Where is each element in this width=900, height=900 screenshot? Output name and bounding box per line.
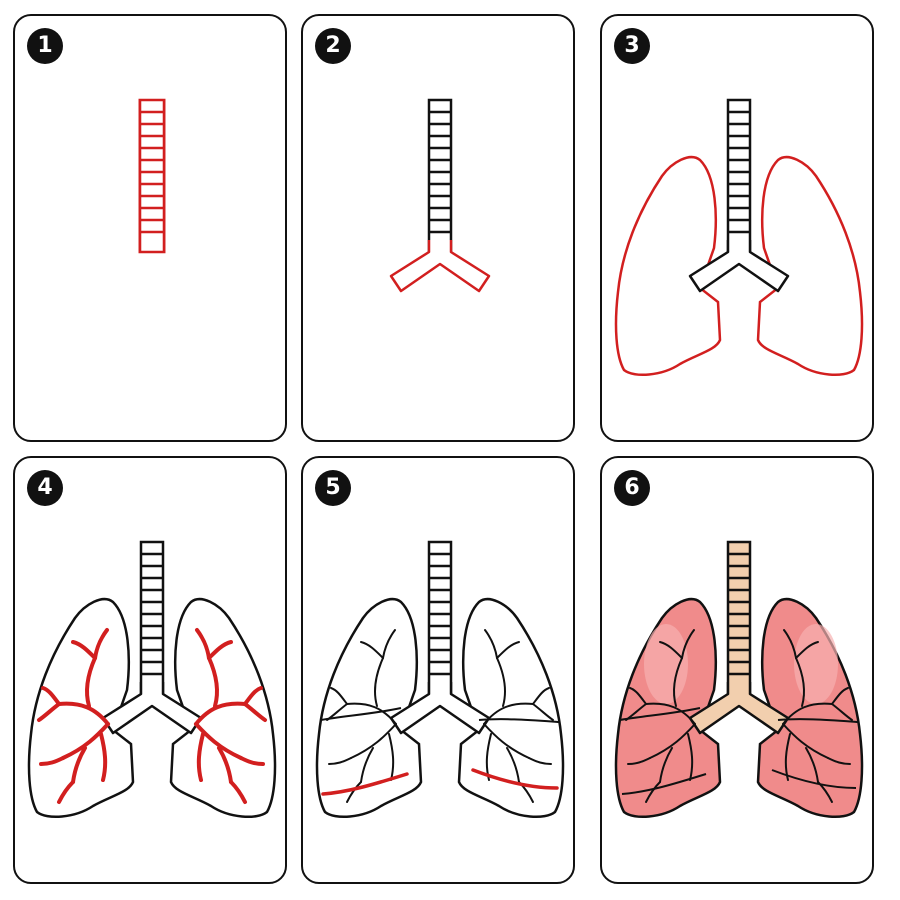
step-4-badge: 4 (27, 470, 63, 506)
step-4-bronchioles-drawing (27, 540, 277, 819)
step-6-panel: 6 (600, 456, 874, 884)
step-5-panel: 5 (301, 456, 575, 884)
step-6-badge: 6 (614, 470, 650, 506)
step-5-badge: 5 (315, 470, 351, 506)
step-1-trachea-drawing (138, 98, 166, 254)
step-5-fissures-drawing (315, 540, 565, 819)
step-1-panel: 1 (13, 14, 287, 442)
step-3-badge: 3 (614, 28, 650, 64)
step-2-bronchi-drawing (389, 98, 491, 293)
step-2-panel: 2 (301, 14, 575, 442)
step-1-badge: 1 (27, 28, 63, 64)
step-3-panel: 3 (600, 14, 874, 442)
step-6-colored-lungs-drawing (614, 540, 864, 819)
step-3-lungs-outline-drawing (614, 98, 864, 377)
step-4-panel: 4 (13, 456, 287, 884)
step-2-badge: 2 (315, 28, 351, 64)
